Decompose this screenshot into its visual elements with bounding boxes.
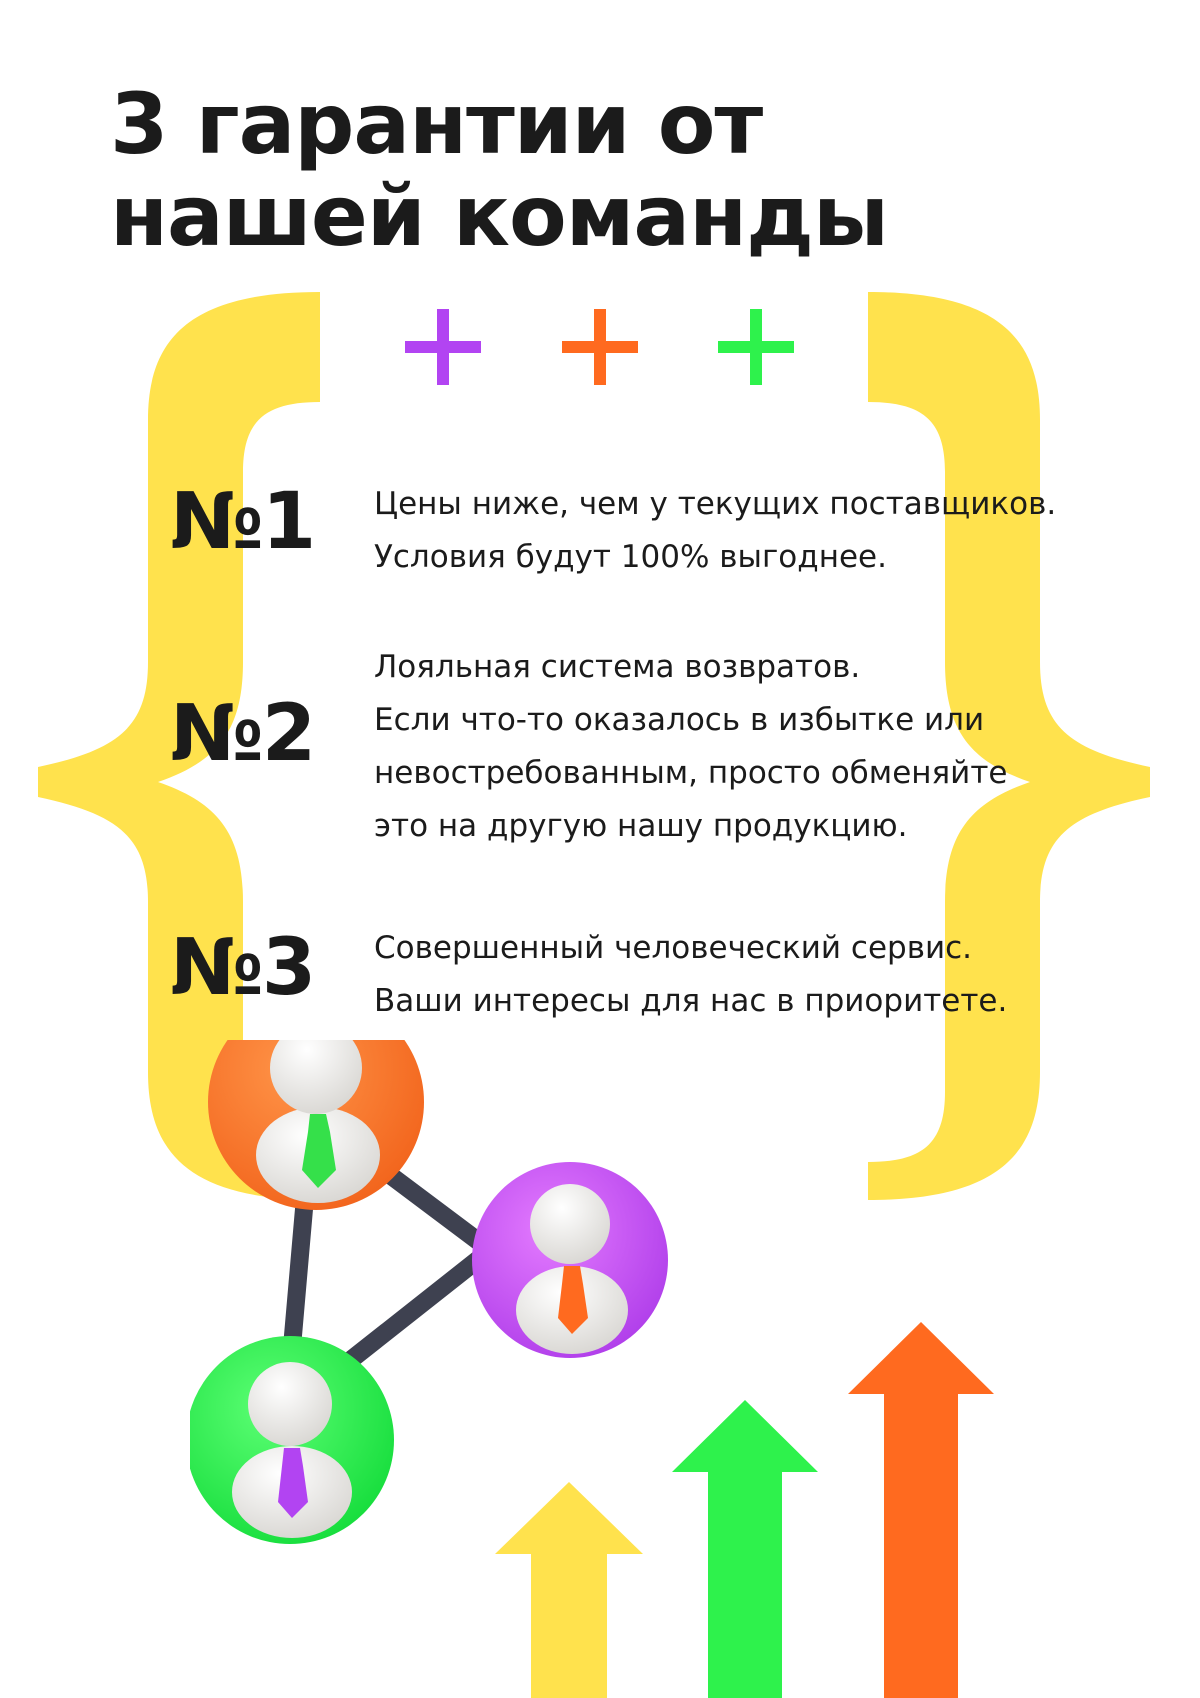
guarantee-number-2: №2 <box>170 689 316 779</box>
guarantee-text-3: Совершенный человеческий сервис. Ваши ин… <box>374 922 1154 1028</box>
guarantee-2-line-4: это на другую нашу продукцию. <box>374 808 908 844</box>
guarantee-number-1: №1 <box>170 477 316 567</box>
green-person-node <box>190 1336 394 1544</box>
right-curly-brace-icon <box>868 292 1150 1200</box>
purple-plus-icon <box>405 309 481 385</box>
guarantee-text-2: Лояльная система возвратов. Если что-то … <box>374 641 1154 853</box>
guarantee-text-1: Цены ниже, чем у текущих поставщиков. Ус… <box>374 478 1154 584</box>
guarantee-number-3: №3 <box>170 923 316 1013</box>
yellow-up-arrow-icon <box>495 1482 643 1698</box>
guarantee-2-line-2: Если что-то оказалось в избытке или <box>374 702 985 738</box>
team-network-icon <box>190 1040 668 1544</box>
guarantee-3-line-1: Совершенный человеческий сервис. <box>374 930 973 966</box>
guarantee-1-line-1: Цены ниже, чем у текущих поставщиков. <box>374 486 1057 522</box>
orange-plus-icon <box>562 309 638 385</box>
left-curly-brace-icon <box>38 292 320 1200</box>
guarantee-2-line-3: невостребованным, просто обменяйте <box>374 755 1008 791</box>
green-plus-icon <box>718 309 794 385</box>
green-up-arrow-icon <box>672 1400 818 1698</box>
page-title-line-1: 3 гарантии от <box>110 75 763 173</box>
orange-up-arrow-icon <box>848 1322 994 1698</box>
orange-person-node <box>208 1040 424 1210</box>
guarantee-2-line-1: Лояльная система возвратов. <box>374 649 861 685</box>
page-title-line-2: нашей команды <box>110 167 889 265</box>
page-title: 3 гарантии от нашей команды <box>110 75 889 265</box>
guarantee-3-line-2: Ваши интересы для нас в приоритете. <box>374 983 1008 1019</box>
guarantee-1-line-2: Условия будут 100% выгоднее. <box>374 539 887 575</box>
purple-person-node <box>472 1162 668 1358</box>
